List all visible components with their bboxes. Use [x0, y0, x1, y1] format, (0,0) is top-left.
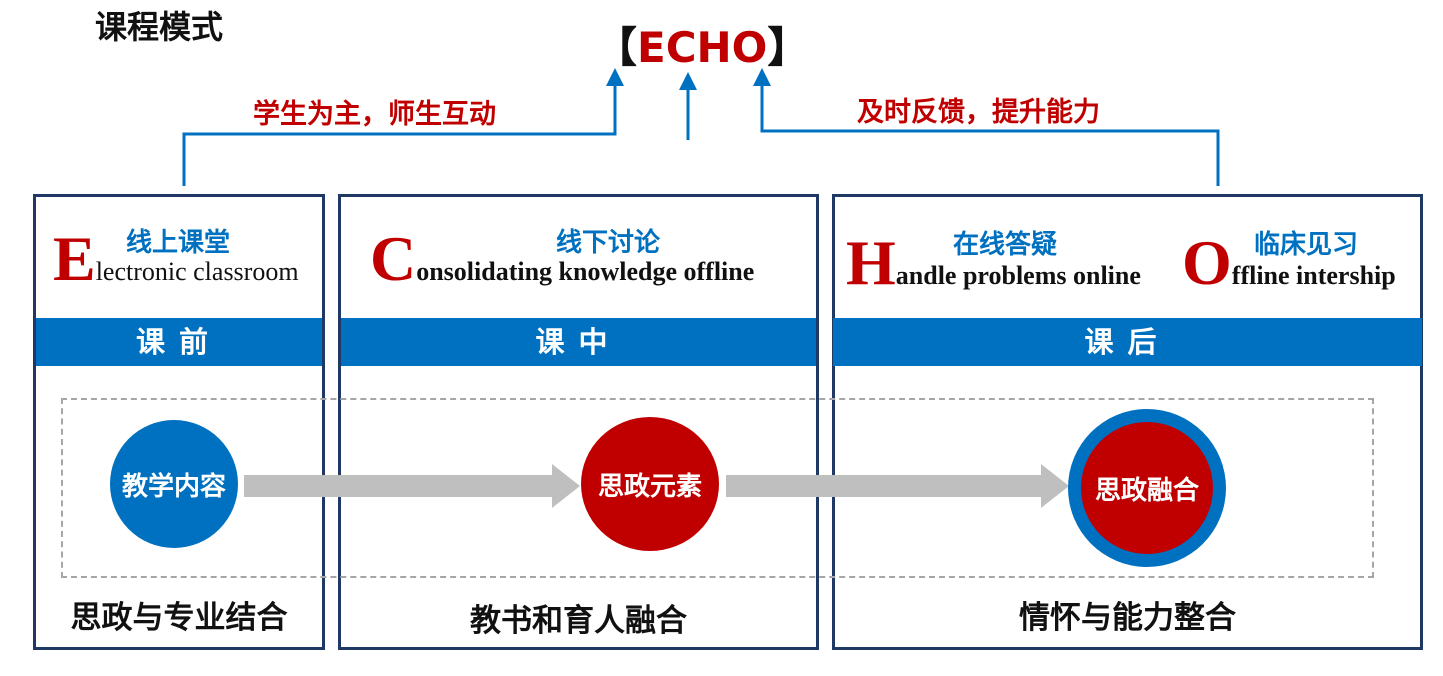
panel2-bar: 课中: [341, 318, 816, 366]
panel3-en-line-2: Offline intership: [1182, 226, 1396, 300]
panel3-bottom-text: 情怀与能力整合: [1019, 600, 1236, 636]
echo-heading: 【ECHO】: [595, 14, 809, 75]
panel3-initial-2: O: [1182, 227, 1232, 298]
flow-arrow-1: [244, 464, 580, 508]
middle-arrow-head-icon: [679, 72, 697, 90]
flow-arrow-2: [726, 464, 1069, 508]
panel1-en-line: Electronic classroom: [53, 222, 299, 296]
connector-label-right: 及时反馈，提升能力: [857, 97, 1100, 128]
panel3-bar: 课后: [833, 318, 1422, 366]
right-arrow-head-icon: [753, 68, 771, 86]
flow-node-ideology-fusion: 思政融合: [1081, 422, 1213, 554]
panel2-bottom-text: 教书和育人融合: [470, 603, 687, 639]
flow-node-ideology-elements: 思政元素: [581, 417, 719, 551]
panel2-initial: C: [370, 223, 417, 294]
flow-dashed-box: [61, 398, 1374, 578]
panel-in-class: [338, 194, 819, 650]
panel3-en-rest-2: ffline intership: [1231, 261, 1396, 290]
panel1-bottom-text: 思政与专业结合: [70, 600, 288, 636]
panel2-en-rest: onsolidating knowledge offline: [416, 257, 755, 286]
page-title: 课程模式: [95, 8, 224, 46]
panel3-cn-label-1: 在线答疑: [952, 230, 1057, 260]
echo-word: ECHO: [637, 23, 768, 72]
panel3-cn-label-2: 临床见习: [1253, 230, 1358, 260]
panel2-cn-label: 线下讨论: [555, 228, 660, 258]
panel3-en-rest-1: andle problems online: [895, 261, 1141, 290]
panel1-initial: E: [53, 223, 96, 294]
echo-bracket-right: 】: [767, 23, 810, 72]
panel1-bar: 课前: [36, 318, 322, 366]
panel1-en-rest: lectronic classroom: [95, 257, 299, 286]
panel3-initial-1: H: [846, 227, 896, 298]
left-arrow-head-icon: [606, 68, 624, 86]
panel3-en-line-1: Handle problems online: [846, 226, 1141, 300]
panel2-en-line: Consolidating knowledge offline: [370, 222, 754, 296]
right-connector: [760, 82, 1220, 186]
echo-bracket-left: 【: [595, 23, 638, 72]
connector-label-left: 学生为主，师生互动: [253, 99, 496, 130]
panel1-cn-label: 线上课堂: [125, 228, 230, 258]
flow-node-teaching-content: 教学内容: [110, 420, 238, 548]
left-connector: [182, 82, 617, 186]
